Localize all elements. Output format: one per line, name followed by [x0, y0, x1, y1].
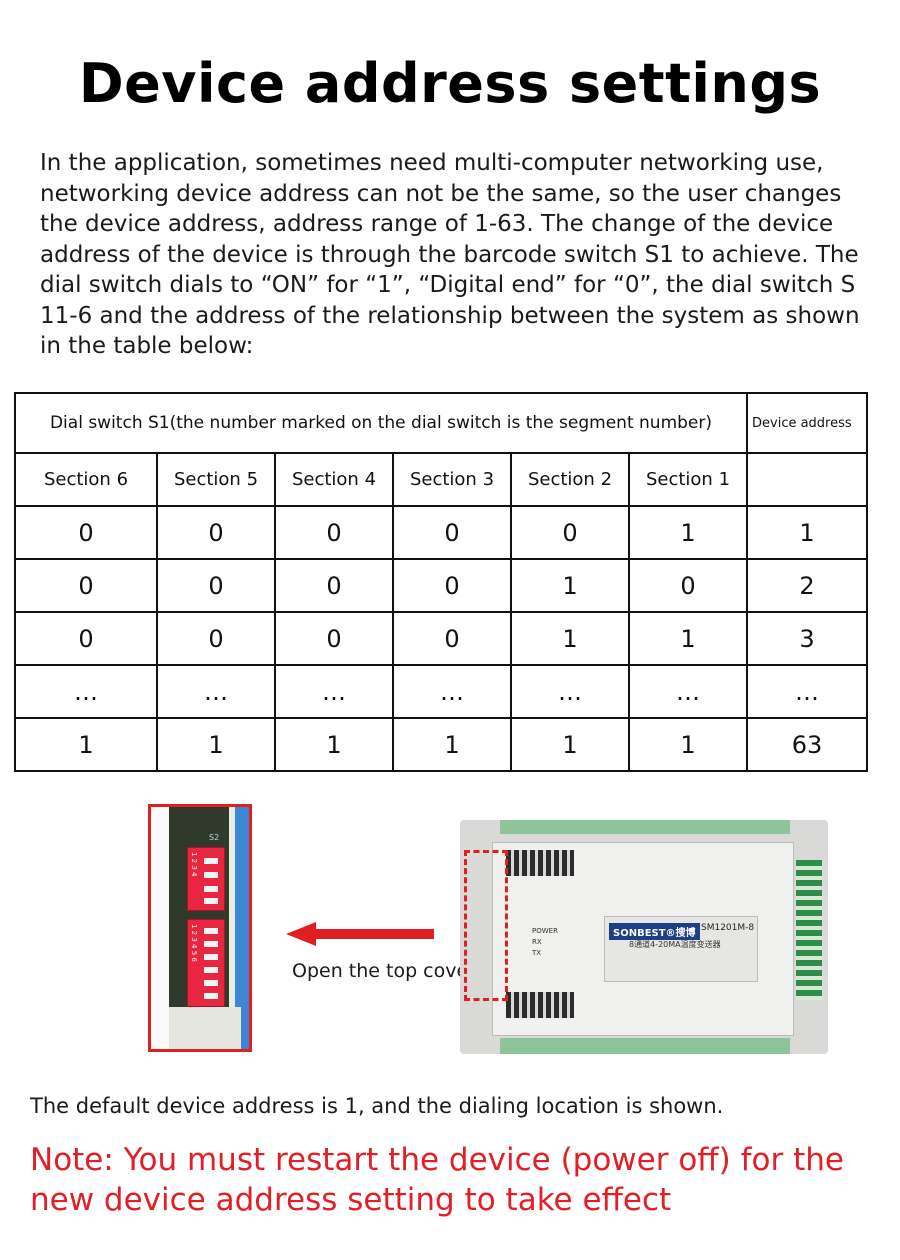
restart-note: Note: You must restart the device (power… — [30, 1142, 844, 1218]
section-header: Section 1 — [628, 452, 748, 507]
table-cell: 0 — [274, 558, 394, 613]
pcb-label: S2 — [209, 833, 220, 842]
device-brand: SONBEST®搜博 — [609, 923, 700, 940]
table-cell: … — [14, 664, 158, 719]
section-header: Section 6 — [14, 452, 158, 507]
led-tx-label: TX — [532, 949, 542, 957]
table-cell: 0 — [156, 505, 276, 560]
device-label: SONBEST®搜博 SM1201M-8 8通道4-20MA温度变送器 — [604, 916, 758, 982]
table-cell: 0 — [274, 611, 394, 666]
table-cell: 1 — [392, 717, 512, 772]
section-header: Section 3 — [392, 452, 512, 507]
table-cell: … — [274, 664, 394, 719]
device-model: SM1201M-8 — [701, 923, 755, 933]
table-cell: … — [510, 664, 630, 719]
dial-switch-header: Dial switch S1(the number marked on the … — [14, 392, 748, 454]
table-cell: 1 — [156, 717, 276, 772]
table-cell: 63 — [746, 717, 868, 772]
dip-switch-bottom: 1 2 3 4 5 6 — [187, 919, 225, 1007]
table-cell: 1 — [14, 717, 158, 772]
empty-header-cell — [746, 452, 868, 507]
table-cell: 0 — [14, 505, 158, 560]
table-row: 0 0 0 0 1 1 3 — [14, 611, 868, 666]
dip-switch-top: 1 2 3 4 — [187, 847, 225, 911]
section-header: Section 5 — [156, 452, 276, 507]
pcb-closeup-image: S2 1 2 3 4 1 2 3 4 5 6 — [148, 804, 252, 1052]
table-cell: 0 — [392, 611, 512, 666]
table-cell: … — [628, 664, 748, 719]
left-arrow-icon — [286, 922, 434, 946]
table-row: … … … … … … … — [14, 664, 868, 719]
section-header: Section 4 — [274, 452, 394, 507]
table-group-header-row: Dial switch S1(the number marked on the … — [14, 392, 868, 454]
section-header: Section 2 — [510, 452, 630, 507]
default-address-text: The default device address is 1, and the… — [30, 1094, 724, 1118]
table-section-header-row: Section 6 Section 5 Section 4 Section 3 … — [14, 452, 868, 507]
table-cell: 0 — [274, 505, 394, 560]
table-cell: 2 — [746, 558, 868, 613]
table-cell: 1 — [510, 611, 630, 666]
dip-top-numbers: 1 2 3 4 — [190, 852, 198, 877]
table-cell: 1 — [274, 717, 394, 772]
address-table: Dial switch S1(the number marked on the … — [14, 392, 868, 772]
table-cell: 1 — [628, 505, 748, 560]
device-photo: POWER RX TX SONBEST®搜博 SM1201M-8 8通道4-20… — [460, 820, 828, 1054]
table-cell: 1 — [510, 558, 630, 613]
table-row: 0 0 0 0 0 1 1 — [14, 505, 868, 560]
top-cover-highlight — [464, 850, 508, 1001]
table-cell: … — [392, 664, 512, 719]
illustration: S2 1 2 3 4 1 2 3 4 5 6 Open the top cove… — [0, 800, 900, 1060]
table-cell: 1 — [628, 611, 748, 666]
table-cell: 1 — [510, 717, 630, 772]
page-title: Device address settings — [78, 52, 822, 115]
dip-bottom-numbers: 1 2 3 4 5 6 — [190, 924, 198, 962]
table-cell: … — [156, 664, 276, 719]
device-address-header: Device address — [746, 392, 868, 454]
table-cell: 0 — [392, 505, 512, 560]
arrow-caption: Open the top cover — [292, 960, 476, 982]
table-cell: 0 — [156, 558, 276, 613]
terminal-block — [796, 860, 822, 1000]
led-rx-label: RX — [532, 938, 542, 946]
device-subtitle: 8通道4-20MA温度变送器 — [629, 940, 721, 949]
table-row: 0 0 0 0 1 0 2 — [14, 558, 868, 613]
table-cell: 0 — [510, 505, 630, 560]
intro-paragraph: In the application, sometimes need multi… — [40, 150, 860, 359]
led-power-label: POWER — [532, 927, 558, 935]
table-row: 1 1 1 1 1 1 63 — [14, 717, 868, 772]
table-cell: 1 — [628, 717, 748, 772]
table-cell: … — [746, 664, 868, 719]
table-cell: 0 — [628, 558, 748, 613]
table-cell: 0 — [156, 611, 276, 666]
table-cell: 1 — [746, 505, 868, 560]
table-cell: 3 — [746, 611, 868, 666]
table-cell: 0 — [14, 611, 158, 666]
table-cell: 0 — [14, 558, 158, 613]
table-cell: 0 — [392, 558, 512, 613]
